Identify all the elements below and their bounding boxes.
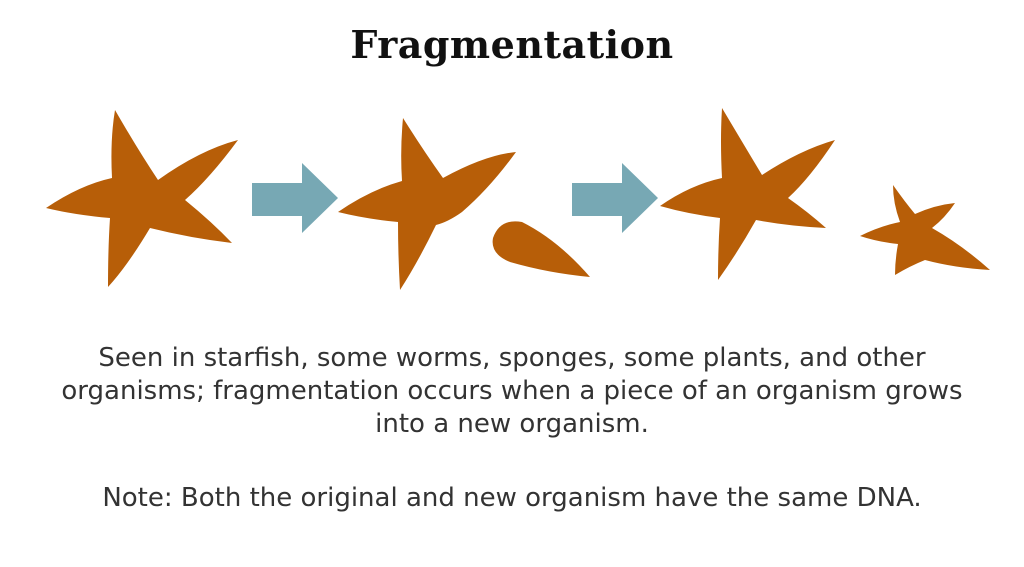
starfish-icon bbox=[46, 110, 238, 287]
arrow-right-icon bbox=[252, 163, 338, 233]
arrow-right-icon bbox=[572, 163, 658, 233]
starfish-icon bbox=[860, 185, 990, 275]
slide-title: Fragmentation bbox=[350, 22, 674, 67]
description-text: Seen in starfish, some worms, sponges, s… bbox=[61, 343, 963, 439]
fragmentation-diagram bbox=[46, 108, 990, 290]
starfish-icon bbox=[338, 118, 516, 290]
arm-fragment-icon bbox=[492, 221, 590, 277]
starfish-icon bbox=[660, 108, 835, 280]
note-text: Note: Both the original and new organism… bbox=[102, 483, 922, 513]
